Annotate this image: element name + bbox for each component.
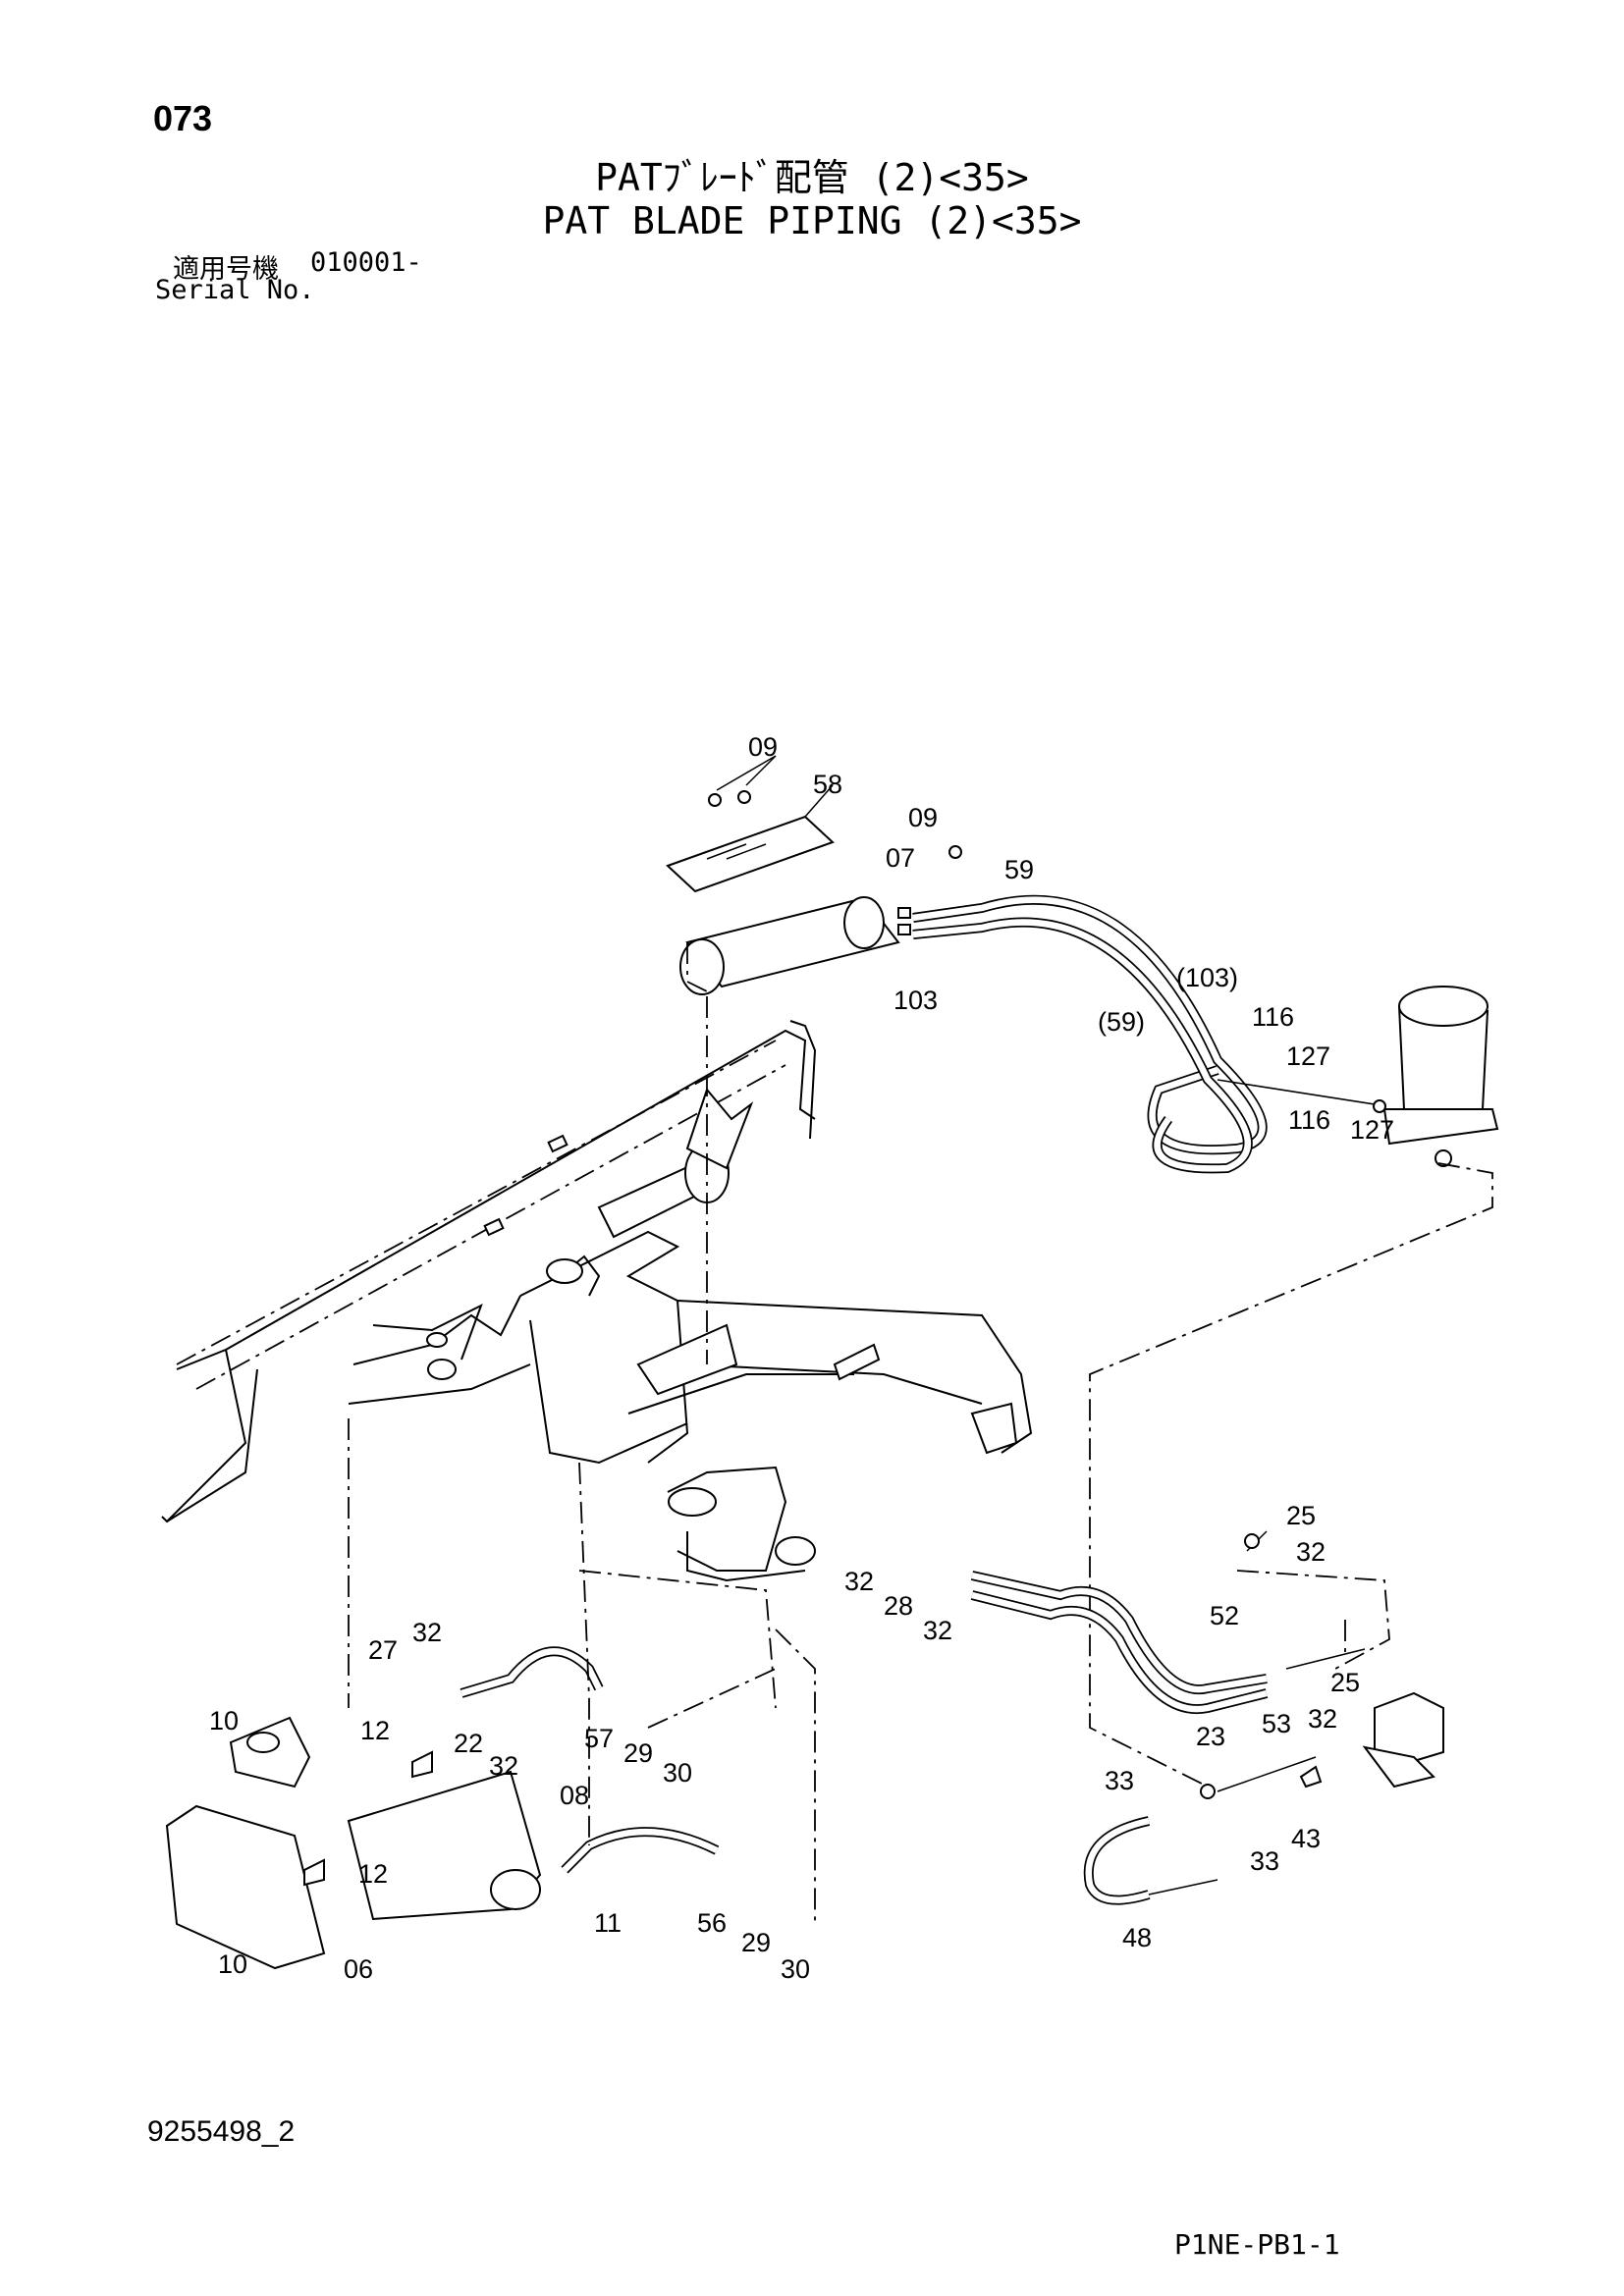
callout-label: 25 [1330,1668,1360,1697]
callout-label: 48 [1122,1923,1152,1952]
callout-labels: 09 58 09 07 59 103 (103) (59) 116 127 11… [209,732,1394,1984]
lower-cylinder-drawing [165,1418,816,1970]
callout-label: 27 [368,1635,398,1665]
callout-label: 32 [1308,1704,1337,1734]
callout-label: 09 [748,732,778,762]
blade-assembly-drawing [161,1020,1033,1582]
callout-label: 103 [893,986,938,1015]
callout-label: 58 [813,770,842,799]
callout-label: 33 [1105,1766,1134,1795]
callout-label: 52 [1210,1601,1239,1630]
page-title-japanese: PATﾌﾞﾚｰﾄﾞ配管 (2)<35> [595,156,1029,199]
swivel-joint-drawing [1089,986,1499,1788]
callout-label: 29 [623,1738,653,1768]
callout-label: 32 [844,1567,874,1596]
callout-label: 56 [697,1908,727,1938]
callout-label: 116 [1288,1105,1330,1135]
callout-label: (103) [1176,963,1238,992]
upper-cylinder-drawing [666,755,962,1364]
callout-label: 29 [741,1928,771,1957]
callout-label: 33 [1250,1846,1279,1876]
callout-label: 127 [1350,1115,1394,1145]
callout-label: 28 [884,1591,913,1621]
callout-label: 57 [584,1724,614,1753]
callout-label: 32 [412,1618,442,1647]
callout-label: 116 [1252,1002,1294,1032]
callout-label: 12 [358,1859,388,1889]
hose-routing-drawing [460,894,1376,1905]
callout-label: 09 [908,803,938,832]
page-title-english: PAT BLADE PIPING (2)<35> [542,199,1082,242]
callout-label: 23 [1196,1722,1225,1751]
callout-label: 59 [1004,855,1034,884]
serial-label-japanese: 適用号機 [173,254,279,285]
callout-label: 30 [781,1954,810,1984]
callout-label: 30 [663,1758,692,1788]
callout-label: 127 [1286,1041,1330,1071]
callout-label: 32 [923,1616,952,1645]
callout-label: 53 [1262,1709,1291,1738]
callout-label: 25 [1286,1501,1316,1530]
callout-label: 10 [218,1949,247,1979]
callout-label: 32 [1296,1537,1326,1567]
callout-label: 32 [489,1751,518,1781]
page-number: 073 [153,98,213,138]
serial-number-value: 010001- [310,247,422,278]
callout-label: 11 [594,1908,622,1938]
callout-label: 22 [454,1729,483,1758]
serial-label-english: Serial No. [155,275,315,305]
callout-label: (59) [1098,1007,1145,1037]
page-code: P1NE-PB1-1 [1174,2228,1340,2261]
callout-label: 43 [1291,1824,1321,1853]
document-number: 9255498_2 [147,2115,296,2148]
callout-label: 12 [360,1716,390,1745]
callout-label: 06 [344,1954,373,1984]
valve-block-drawing [1200,1530,1444,1799]
callout-label: 10 [209,1706,239,1735]
callout-label: 08 [560,1781,589,1810]
callout-label: 07 [886,843,915,873]
